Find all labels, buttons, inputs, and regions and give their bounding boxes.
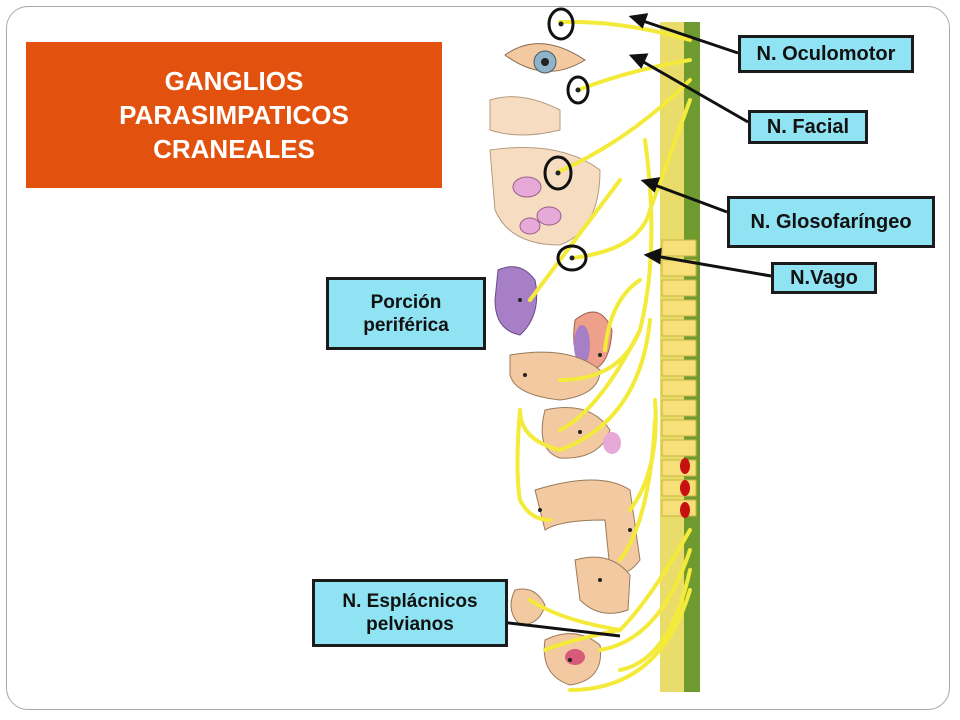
sigmoid-colon [574,556,631,614]
pointer-arrows [465,13,772,638]
slide-frame [6,6,950,710]
label-oculomotor: N. Oculomotor [738,35,914,73]
label-facial-text: N. Facial [766,115,850,138]
ganglion-rings [543,7,590,272]
label-glossopharyngeal: N. Glosofaríngeo [727,196,935,248]
title-line-2: PARASIMPATICOS [119,100,349,130]
label-vagus-text: N.Vago [790,266,858,289]
small-intestine [541,407,611,459]
slide-title: GANGLIOS PARASIMPATICOS CRANEALES [26,42,442,188]
label-pelvic-line-2: pelvianos [366,614,454,635]
vertebrae [661,239,697,517]
bladder [510,588,546,626]
heart [494,266,538,336]
genital-inner [565,649,585,665]
label-peripheral: Porción periférica [326,277,486,350]
label-peripheral-line-1: Porción [370,291,442,313]
label-facial: N. Facial [748,110,868,144]
label-vagus: N.Vago [771,262,877,294]
red-markers [680,458,690,518]
otic-ganglion [556,244,588,272]
ganglion-dots [518,21,632,662]
title-line-3: CRANEALES [153,134,315,164]
kidney [603,432,621,454]
eye [504,43,586,74]
salivary-glands [512,176,562,235]
submandibular-ganglion [543,155,573,191]
nose-face [489,96,561,136]
title-line-1: GANGLIOS [164,66,304,96]
label-pelvic-line-1: N. Esplácnicos [342,591,478,612]
label-pelvic-splanchnic: N. Esplácnicos pelvianos [312,579,508,647]
label-oculomotor-text: N. Oculomotor [756,42,896,65]
pterygopalatine-ganglion [566,75,590,105]
lung-lobe [574,325,590,365]
spinal-cord [684,22,700,692]
colon [534,479,641,574]
ciliary-ganglion [547,7,575,41]
stomach [509,351,601,401]
label-peripheral-line-2: periférica [363,314,449,336]
label-glossopharyngeal-text: N. Glosofaríngeo [750,210,912,233]
